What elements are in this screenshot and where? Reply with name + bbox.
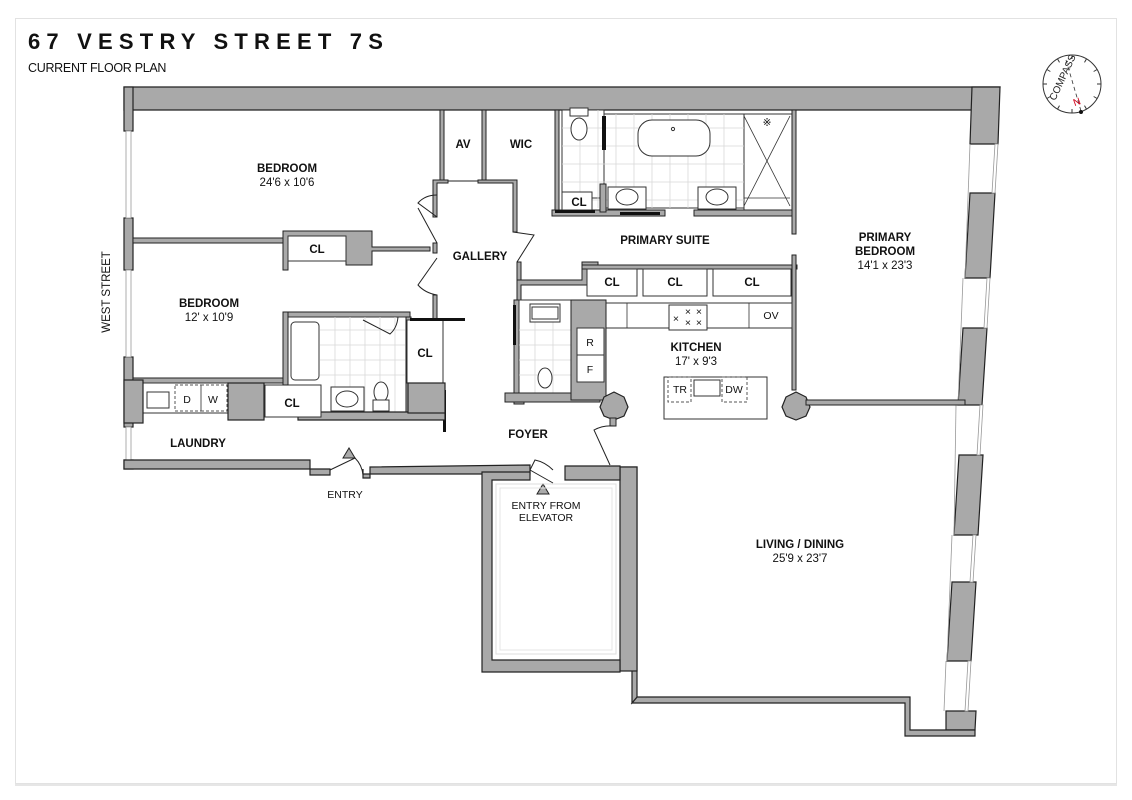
bedroom-2-label: BEDROOM xyxy=(179,298,239,310)
svg-text:×: × xyxy=(685,317,691,329)
freezer-label: F xyxy=(587,364,593,376)
bedroom-2-dims: 12' x 10'9 xyxy=(185,312,234,324)
primary-bedroom-label-1: PRIMARY xyxy=(859,232,912,244)
primary-bedroom-label-2: BEDROOM xyxy=(855,246,915,258)
primary-suite-label: PRIMARY SUITE xyxy=(620,235,710,247)
floor-plan-subtitle: CURRENT FLOOR PLAN xyxy=(28,61,167,75)
foyer-label: FOYER xyxy=(508,429,548,441)
closet-label: CL xyxy=(604,277,619,289)
svg-text:×: × xyxy=(696,317,702,329)
closet-label: CL xyxy=(571,197,586,209)
powder-room-tiles xyxy=(519,315,571,395)
entry-label: ENTRY xyxy=(327,489,362,501)
svg-text:×: × xyxy=(696,306,702,318)
oven-label: OV xyxy=(763,310,778,322)
bathtub xyxy=(637,119,711,157)
svg-text:×: × xyxy=(685,306,691,318)
entry-arrow-icon xyxy=(342,447,356,459)
toilet-icon xyxy=(569,107,589,141)
trash-label: TR xyxy=(673,384,687,396)
wic-label: WIC xyxy=(510,139,532,151)
closet-label: CL xyxy=(284,398,299,410)
room-labels: BEDROOM 24'6 x 10'6 BEDROOM 12' x 10'9 P… xyxy=(101,139,915,655)
elevator-entry-label-2: ELEVATOR xyxy=(519,512,574,524)
bedroom-1-label: BEDROOM xyxy=(257,163,317,175)
street-label: WEST STREET xyxy=(101,251,113,333)
kitchen-dims: 17' x 9'3 xyxy=(675,356,717,368)
refrigerator-label: R xyxy=(586,337,594,349)
elevator-entry-arrow-icon xyxy=(536,483,550,495)
closet-label: CL xyxy=(417,348,432,360)
laundry-label: LAUNDRY xyxy=(170,438,226,450)
closet-label: CL xyxy=(667,277,682,289)
cooktop-icon: × × × × × xyxy=(668,304,708,331)
interior-walls: ※ × × × × × xyxy=(123,107,966,484)
closet-label: CL xyxy=(309,244,324,256)
shower-icon: ※ xyxy=(743,115,791,207)
washer-label: W xyxy=(208,394,218,406)
dishwasher-label: DW xyxy=(725,384,743,396)
bedroom-1-dims: 24'6 x 10'6 xyxy=(260,177,315,189)
svg-text:※: ※ xyxy=(763,117,772,129)
svg-text:×: × xyxy=(673,313,679,325)
compass-north: N xyxy=(1072,96,1083,109)
compass-icon: COMPASS N xyxy=(1042,53,1102,114)
gallery-label: GALLERY xyxy=(453,251,508,263)
listing-title: 67 VESTRY STREET 7S xyxy=(28,29,390,54)
bathtub-small xyxy=(290,321,320,381)
dryer-label: D xyxy=(183,394,191,406)
living-dining-dims: 25'9 x 23'7 xyxy=(773,553,828,565)
exterior-walls xyxy=(123,86,1001,737)
kitchen-label: KITCHEN xyxy=(670,342,721,354)
living-dining-label: LIVING / DINING xyxy=(756,539,844,551)
elevator-entry-label-1: ENTRY FROM xyxy=(511,500,580,512)
closet-label: CL xyxy=(744,277,759,289)
elevator-outline xyxy=(495,483,617,655)
av-label: AV xyxy=(455,139,470,151)
primary-bedroom-dims: 14'1 x 23'3 xyxy=(858,260,913,272)
